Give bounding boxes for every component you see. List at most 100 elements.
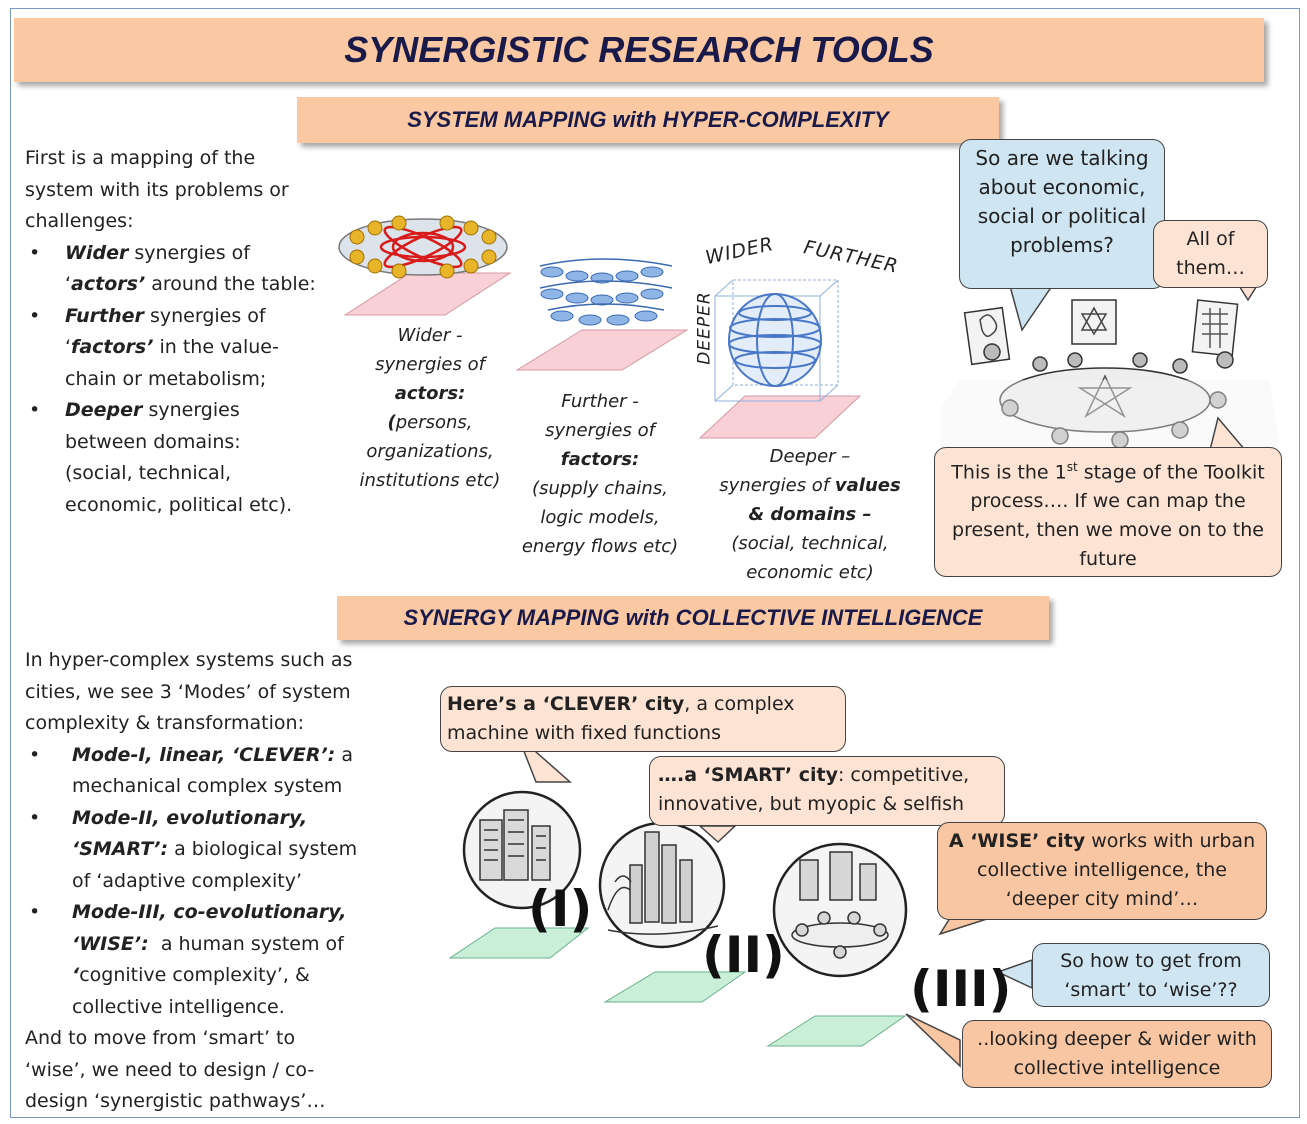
caption-term: actors: (394, 383, 466, 404)
bullet: • (29, 399, 41, 421)
list-item: • Wider synergies of ‘actors’ around the… (25, 238, 355, 301)
list-text: ‘ (65, 273, 72, 295)
question-bubble: So are we talking about economic, social… (959, 139, 1165, 289)
list-item: • Mode-III, co-evolutionary, ‘WISE’: a h… (25, 897, 405, 1023)
deeper-caption: Deeper – synergies of values & domains –… (705, 442, 915, 587)
section1-text: First is a mapping of the system with it… (25, 143, 355, 521)
actor-circles (349, 215, 497, 279)
bubble-bold-text: ….a ‘SMART’ city (658, 764, 838, 786)
bubble-text: This is the 1 (951, 461, 1067, 484)
wise-bubble: A ‘WISE’ city works with urban collectiv… (937, 822, 1267, 920)
caption-line: synergies of (375, 354, 485, 375)
wider-actors-graphic (338, 215, 512, 316)
factors-term: factors’ (71, 336, 154, 358)
bubble-bold-text: A ‘WISE’ city (948, 830, 1086, 852)
wider-caption: Wider - synergies of actors: (persons, o… (335, 321, 525, 495)
clever-bubble: Here’s a ‘CLEVER’ city, a complex machin… (440, 686, 846, 752)
stage-bubble: This is the 1st stage of the Toolkit pro… (934, 447, 1282, 577)
flow-arrows (539, 258, 673, 311)
mode-term: ‘WISE’: (72, 932, 149, 955)
mode-term: ‘SMART’: (72, 838, 169, 860)
further-factors-graphic (515, 258, 689, 371)
caption-term: values (834, 475, 901, 496)
mode-label-1: (I) (528, 880, 593, 938)
caption-line: organizations, (366, 441, 494, 462)
sphere (728, 293, 822, 387)
list-text: synergies (142, 399, 240, 421)
list-text: of ‘adaptive complexity’ (72, 869, 303, 892)
pink-plane (343, 272, 512, 316)
list-item: • Mode-II, evolutionary, ‘SMART’: a biol… (25, 803, 405, 898)
caption-line: Deeper – (769, 446, 851, 467)
clever-city-circle (462, 790, 582, 910)
mode-label-2: (II) (702, 926, 785, 984)
further-term: Further (65, 304, 144, 327)
flow-loops (540, 266, 664, 326)
mode-term: Mode-I, linear, ‘CLEVER’: (72, 743, 336, 766)
page-title: SYNERGISTIC RESEARCH TOOLS (344, 29, 934, 70)
caption-line: Further - (561, 391, 639, 412)
further-caption: Further - synergies of factors: (supply … (505, 387, 695, 561)
caption-line: institutions etc) (359, 470, 501, 491)
list-text: mechanical complex system (72, 775, 343, 797)
caption-line: economic etc) (746, 562, 874, 583)
section2-text: In hyper-complex systems such as cities,… (25, 645, 405, 1118)
section1-heading: SYSTEM MAPPING with HYPER-COMPLEXITY (297, 97, 999, 143)
pink-plane (515, 329, 689, 371)
actors-table (338, 218, 508, 276)
modes-list: • Mode-I, linear, ‘CLEVER’: a mechanical… (25, 740, 405, 1024)
list-text: a biological system (168, 838, 358, 860)
list-text: a (335, 743, 353, 766)
list-text: cognitive complexity’, & (79, 964, 310, 986)
bubble-text: works with urban collective intelligence… (977, 830, 1256, 910)
bullet: • (29, 241, 41, 264)
list-text: in the value- (153, 336, 279, 358)
wise-city-circle (772, 842, 908, 978)
bubble-text: st (1066, 460, 1078, 474)
pink-plane (698, 395, 862, 439)
bullet: • (29, 304, 41, 327)
looking-bubble: ..looking deeper & wider with collective… (962, 1020, 1272, 1088)
outro-line: design ‘synergistic pathways’… (25, 1090, 326, 1112)
green-plane-1 (448, 927, 590, 959)
intro-line: cities, we see 3 ‘Modes’ of system (25, 680, 351, 703)
list-item: • Further synergies of ‘factors’ in the … (25, 301, 355, 396)
section2-heading-text: SYNERGY MAPPING with COLLECTIVE INTELLIG… (403, 605, 983, 630)
list-text: between domains: (65, 430, 241, 453)
bullet: • (29, 901, 41, 923)
deeper-term: Deeper (65, 399, 143, 421)
list-text: synergies of (143, 304, 266, 327)
list-text: collective intelligence. (72, 995, 285, 1018)
list-text: economic, political etc). (65, 493, 293, 516)
how-bubble: So how to get from ‘smart’ to ‘wise’?? (1032, 943, 1270, 1007)
caption-text: persons, (395, 412, 473, 433)
synergy-web (379, 225, 467, 269)
caption-text: synergies of (719, 475, 835, 496)
challenge-list: • Wider synergies of ‘actors’ around the… (25, 238, 355, 522)
bubble-text: , a complex machine with fixed functions (447, 693, 795, 744)
outer-frame (10, 8, 1300, 1118)
caption-line: synergies of (545, 420, 655, 441)
bubble-text: : competitive, innovative, but myopic & … (658, 764, 970, 815)
intro-line: system with its problems or (25, 178, 289, 201)
list-text: chain or metabolism; (65, 367, 267, 390)
people (983, 343, 1234, 449)
deeper-domains-graphic (698, 279, 862, 439)
caption-term: & domains – (748, 504, 872, 525)
caption-term: factors: (560, 449, 640, 470)
wider-term: Wider (65, 241, 129, 264)
green-plane-3 (766, 1015, 907, 1047)
list-item: • Mode-I, linear, ‘CLEVER’: a mechanical… (25, 740, 405, 803)
outro-line: And to move from ‘smart’ to (25, 1027, 296, 1049)
bullet: • (29, 806, 41, 829)
mode-label-3: (III) (910, 960, 1012, 1018)
list-item: • Deeper synergies between domains: (soc… (25, 395, 355, 521)
caption-line: (social, technical, (731, 533, 889, 554)
intro-line: challenges: (25, 210, 134, 232)
city-modes-graphic (448, 790, 908, 1047)
section2-heading: SYNERGY MAPPING with COLLECTIVE INTELLIG… (337, 596, 1049, 640)
intro-line: First is a mapping of the (25, 147, 256, 169)
title-banner: SYNERGISTIC RESEARCH TOOLS (14, 18, 1264, 82)
list-text: synergies of (128, 241, 251, 264)
